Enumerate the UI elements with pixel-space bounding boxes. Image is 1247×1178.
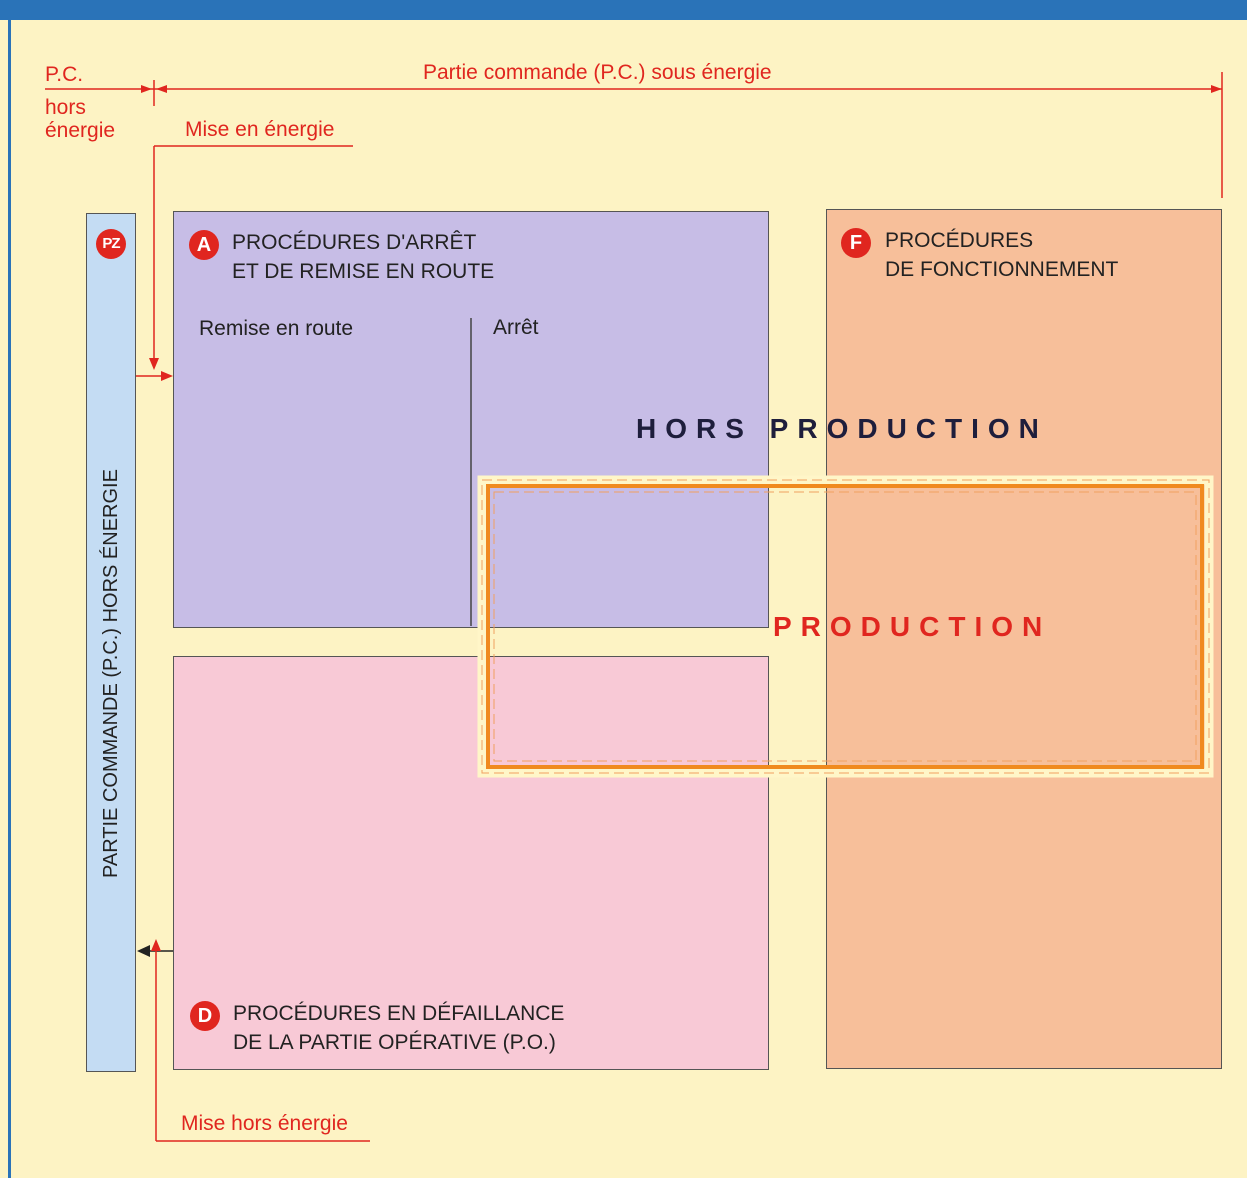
stop-column-label: Arrêt [493,316,539,339]
pz-badge: PZ [96,229,126,259]
box-f-title-line2: DE FONCTIONNEMENT [885,258,1119,281]
left-frame-bar [8,20,11,1178]
pc-on-label: Partie commande (P.C.) sous énergie [423,61,772,84]
restart-column-label: Remise en route [199,317,354,340]
pc-off-label-line2: hors [45,96,86,119]
box-d-title-line2: DE LA PARTIE OPÉRATIVE (P.O.) [233,1031,556,1054]
top-frame-bar [0,0,1247,20]
power-off-label: Mise hors énergie [181,1112,348,1135]
pz-bar [86,213,136,1072]
pc-off-label-line1: P.C. [45,63,84,86]
pz-label: PARTIE COMMANDE (P.C.) HORS ÉNERGIE [100,469,122,878]
box-d-title-line1: PROCÉDURES EN DÉFAILLANCE [233,1002,565,1025]
box-a-title-line1: PROCÉDURES D'ARRÊT [232,231,477,254]
box-a-title-line2: ET DE REMISE EN ROUTE [232,260,495,283]
pc-off-label-line3: énergie [45,119,116,142]
box-f-title-line1: PROCÉDURES [885,229,1034,252]
production-label: PRODUCTION [773,611,1052,642]
power-on-label: Mise en énergie [185,118,335,141]
hors-production-label: HORS PRODUCTION [636,413,1048,444]
badge-f: F [841,228,871,258]
badge-d: D [190,1001,220,1031]
badge-a: A [189,230,219,260]
